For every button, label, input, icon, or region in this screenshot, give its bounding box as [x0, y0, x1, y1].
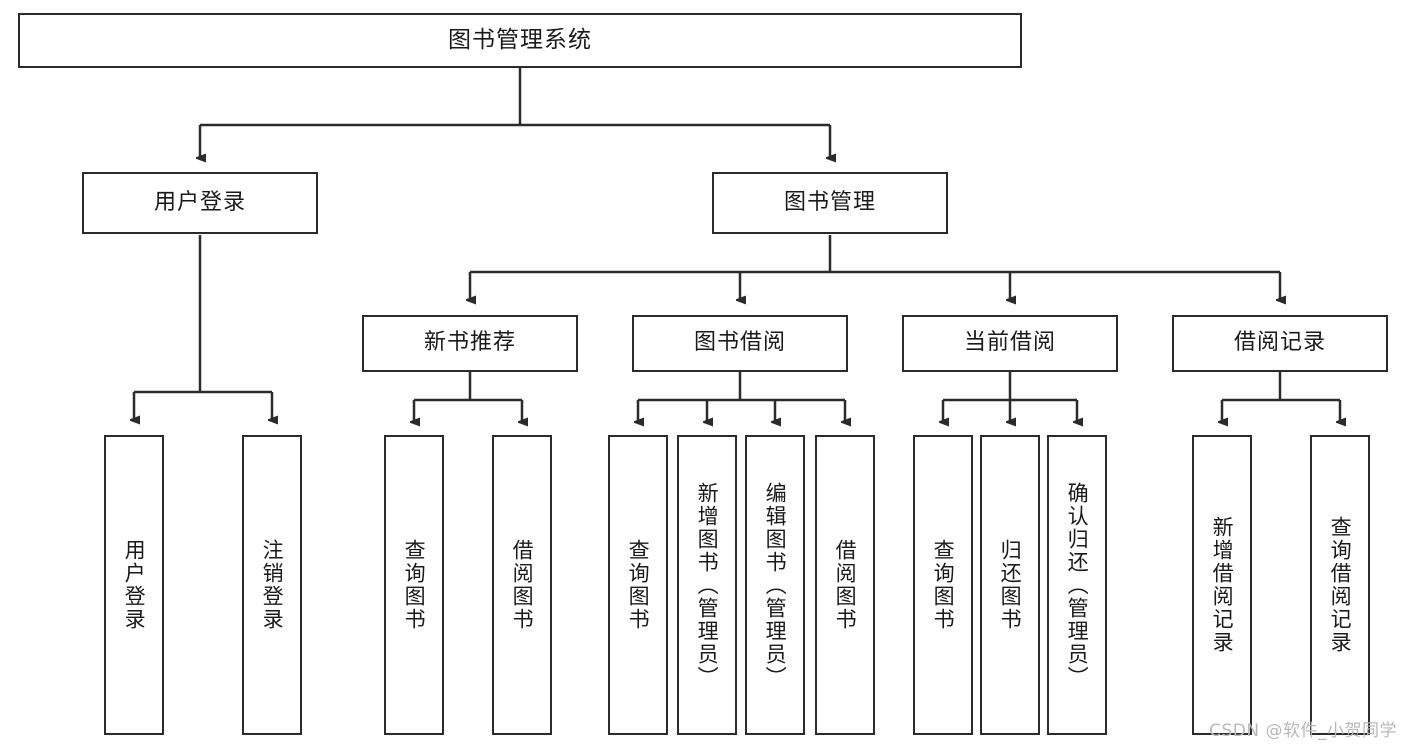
node-label: 查询图书	[931, 539, 956, 631]
node-user-login[interactable]: 用户登录	[82, 172, 318, 234]
node-label: 用户登录	[153, 189, 246, 215]
node-label: 查询图书	[626, 539, 651, 631]
node-label: 当前借阅	[963, 330, 1056, 356]
node-label: 新书推荐	[423, 330, 516, 356]
node-current-borrow[interactable]: 当前借阅	[902, 315, 1118, 372]
node-label: 借阅图书	[833, 539, 858, 631]
node-borrow-record[interactable]: 借阅记录	[1172, 315, 1388, 372]
node-label: 注销登录	[260, 539, 285, 631]
leaf-confirm-return-admin[interactable]: 确认归还（管理员）	[1047, 435, 1107, 735]
node-label: 图书管理	[783, 189, 876, 215]
node-label: 查询图书	[402, 539, 427, 631]
node-label: 归还图书	[998, 539, 1023, 631]
node-label: 借阅图书	[510, 539, 535, 631]
node-label: 新增图书（管理员）	[695, 481, 720, 689]
node-label: 查询借阅记录	[1328, 516, 1353, 654]
node-root-book-management-system[interactable]: 图书管理系统	[18, 13, 1022, 68]
leaf-borrow-book[interactable]: 借阅图书	[815, 435, 875, 735]
node-label: 确认归还（管理员）	[1065, 481, 1090, 689]
node-book-manage[interactable]: 图书管理	[712, 172, 948, 234]
node-book-borrow[interactable]: 图书借阅	[632, 315, 848, 372]
leaf-query-book-recommend[interactable]: 查询图书	[384, 435, 444, 735]
leaf-query-book-current[interactable]: 查询图书	[913, 435, 973, 735]
leaf-query-book-borrow[interactable]: 查询图书	[608, 435, 668, 735]
leaf-logout-login[interactable]: 注销登录	[242, 435, 302, 735]
leaf-query-borrow-record[interactable]: 查询借阅记录	[1310, 435, 1370, 735]
node-label: 图书管理系统	[448, 26, 592, 53]
leaf-borrow-book-recommend[interactable]: 借阅图书	[492, 435, 552, 735]
leaf-edit-book-admin[interactable]: 编辑图书（管理员）	[745, 435, 805, 735]
leaf-add-borrow-record[interactable]: 新增借阅记录	[1192, 435, 1252, 735]
leaf-add-book-admin[interactable]: 新增图书（管理员）	[677, 435, 737, 735]
node-label: 图书借阅	[693, 330, 786, 356]
node-new-book-recommend[interactable]: 新书推荐	[362, 315, 578, 372]
leaf-return-book[interactable]: 归还图书	[980, 435, 1040, 735]
node-label: 用户登录	[122, 539, 147, 631]
leaf-user-login[interactable]: 用户登录	[104, 435, 164, 735]
node-label: 编辑图书（管理员）	[763, 481, 788, 689]
node-label: 新增借阅记录	[1210, 516, 1235, 654]
node-label: 借阅记录	[1233, 330, 1326, 356]
csdn-watermark: CSDN @软件_小贺同学	[1209, 721, 1397, 741]
